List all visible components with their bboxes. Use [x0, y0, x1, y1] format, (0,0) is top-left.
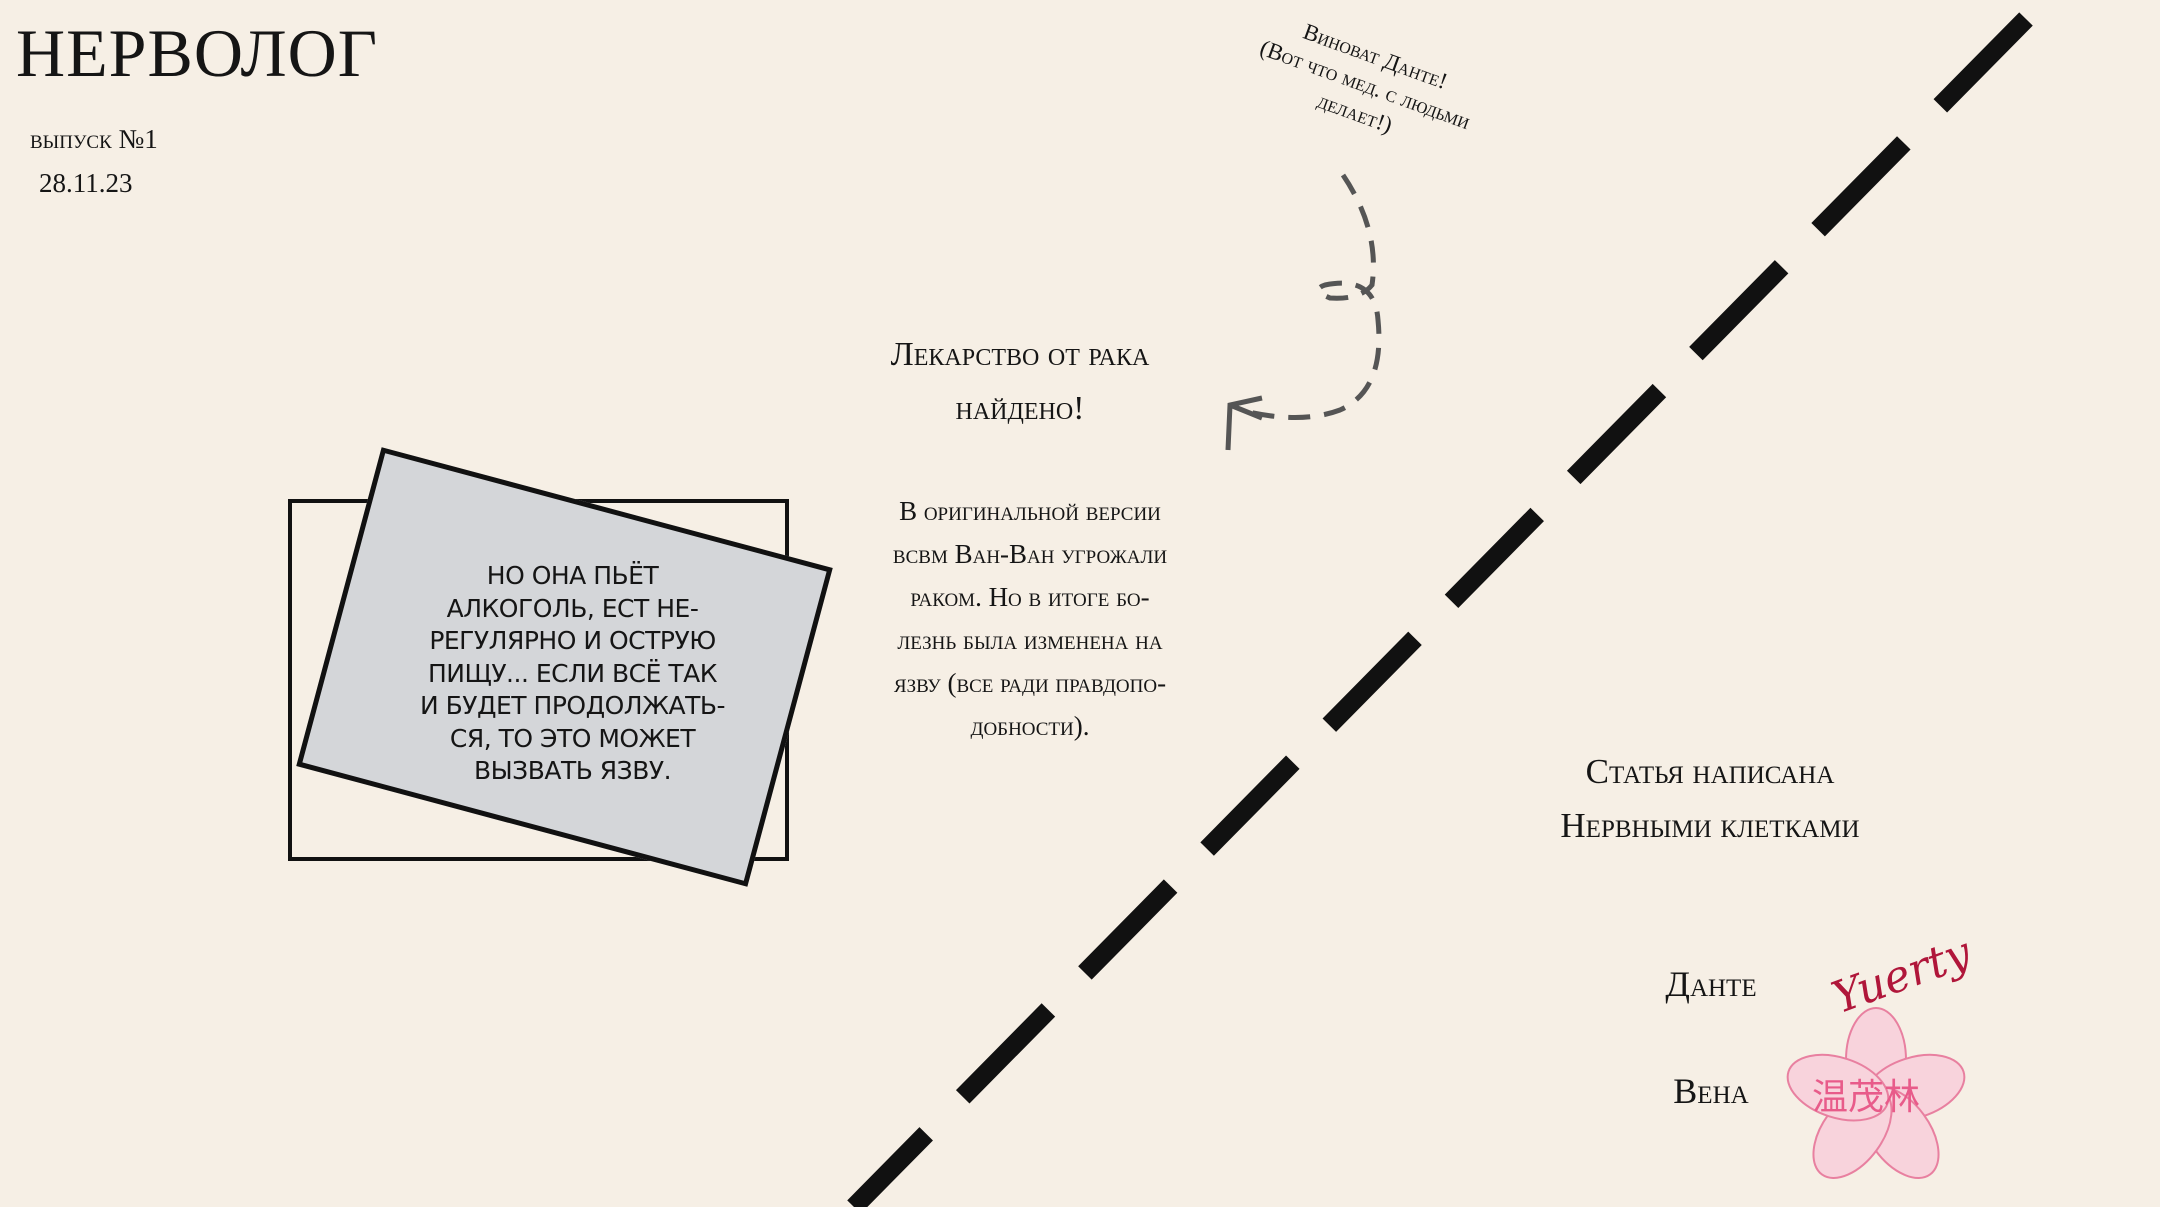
card-line: вызвать язву.: [473, 756, 672, 785]
headline-line: Лекарство от рака: [890, 336, 1150, 373]
paragraph-line: В оригинальной версии: [899, 496, 1161, 526]
article-paragraph: В оригинальной версии всвм Ван-Ван угрож…: [820, 490, 1240, 748]
dashed-arrow: [1239, 173, 1382, 420]
author-name: Вена: [1673, 1071, 1749, 1111]
arrow-head-icon: [1225, 395, 1263, 451]
paragraph-line: добности).: [970, 711, 1090, 741]
dashed-diagonal-divider: [847, 12, 2033, 1207]
credits-title: Статья написана Нервными клетками: [1460, 745, 1960, 853]
card-line: пищу... Если всё так: [427, 658, 718, 688]
magazine-logo: НЕРВОЛОГ: [16, 15, 379, 91]
paragraph-line: язву (все ради правдопо-: [893, 668, 1167, 698]
article-headline: Лекарство от рака найдено!: [770, 328, 1270, 436]
author-name: Данте: [1665, 964, 1757, 1004]
card-line: алкоголь, ест не-: [446, 593, 699, 623]
paragraph-line: всвм Ван-Ван угрожали: [892, 539, 1168, 569]
credits-line: Нервными клетками: [1560, 806, 1860, 845]
headline-line: найдено!: [955, 390, 1085, 427]
sakura-seal-icon: [1786, 1007, 1966, 1179]
card-line: ся, то это может: [449, 723, 696, 753]
author-seal-text: 温茂林: [1812, 1077, 1921, 1118]
paragraph-line: раком. Но в итоге бо-: [910, 582, 1150, 612]
issue-date: 28.11.23: [39, 168, 133, 198]
card-line: Но она пьёт: [486, 561, 659, 590]
issue-number: выпуск №1: [30, 124, 158, 154]
paragraph-line: лезнь была изменена на: [897, 625, 1163, 655]
card-line: регулярно и острую: [429, 626, 716, 655]
credits-line: Статья написана: [1585, 752, 1835, 791]
card-line: и будет продолжать-: [419, 691, 726, 720]
quote-card-text: Но она пьёт алкоголь, ест не- регулярно …: [400, 560, 745, 788]
